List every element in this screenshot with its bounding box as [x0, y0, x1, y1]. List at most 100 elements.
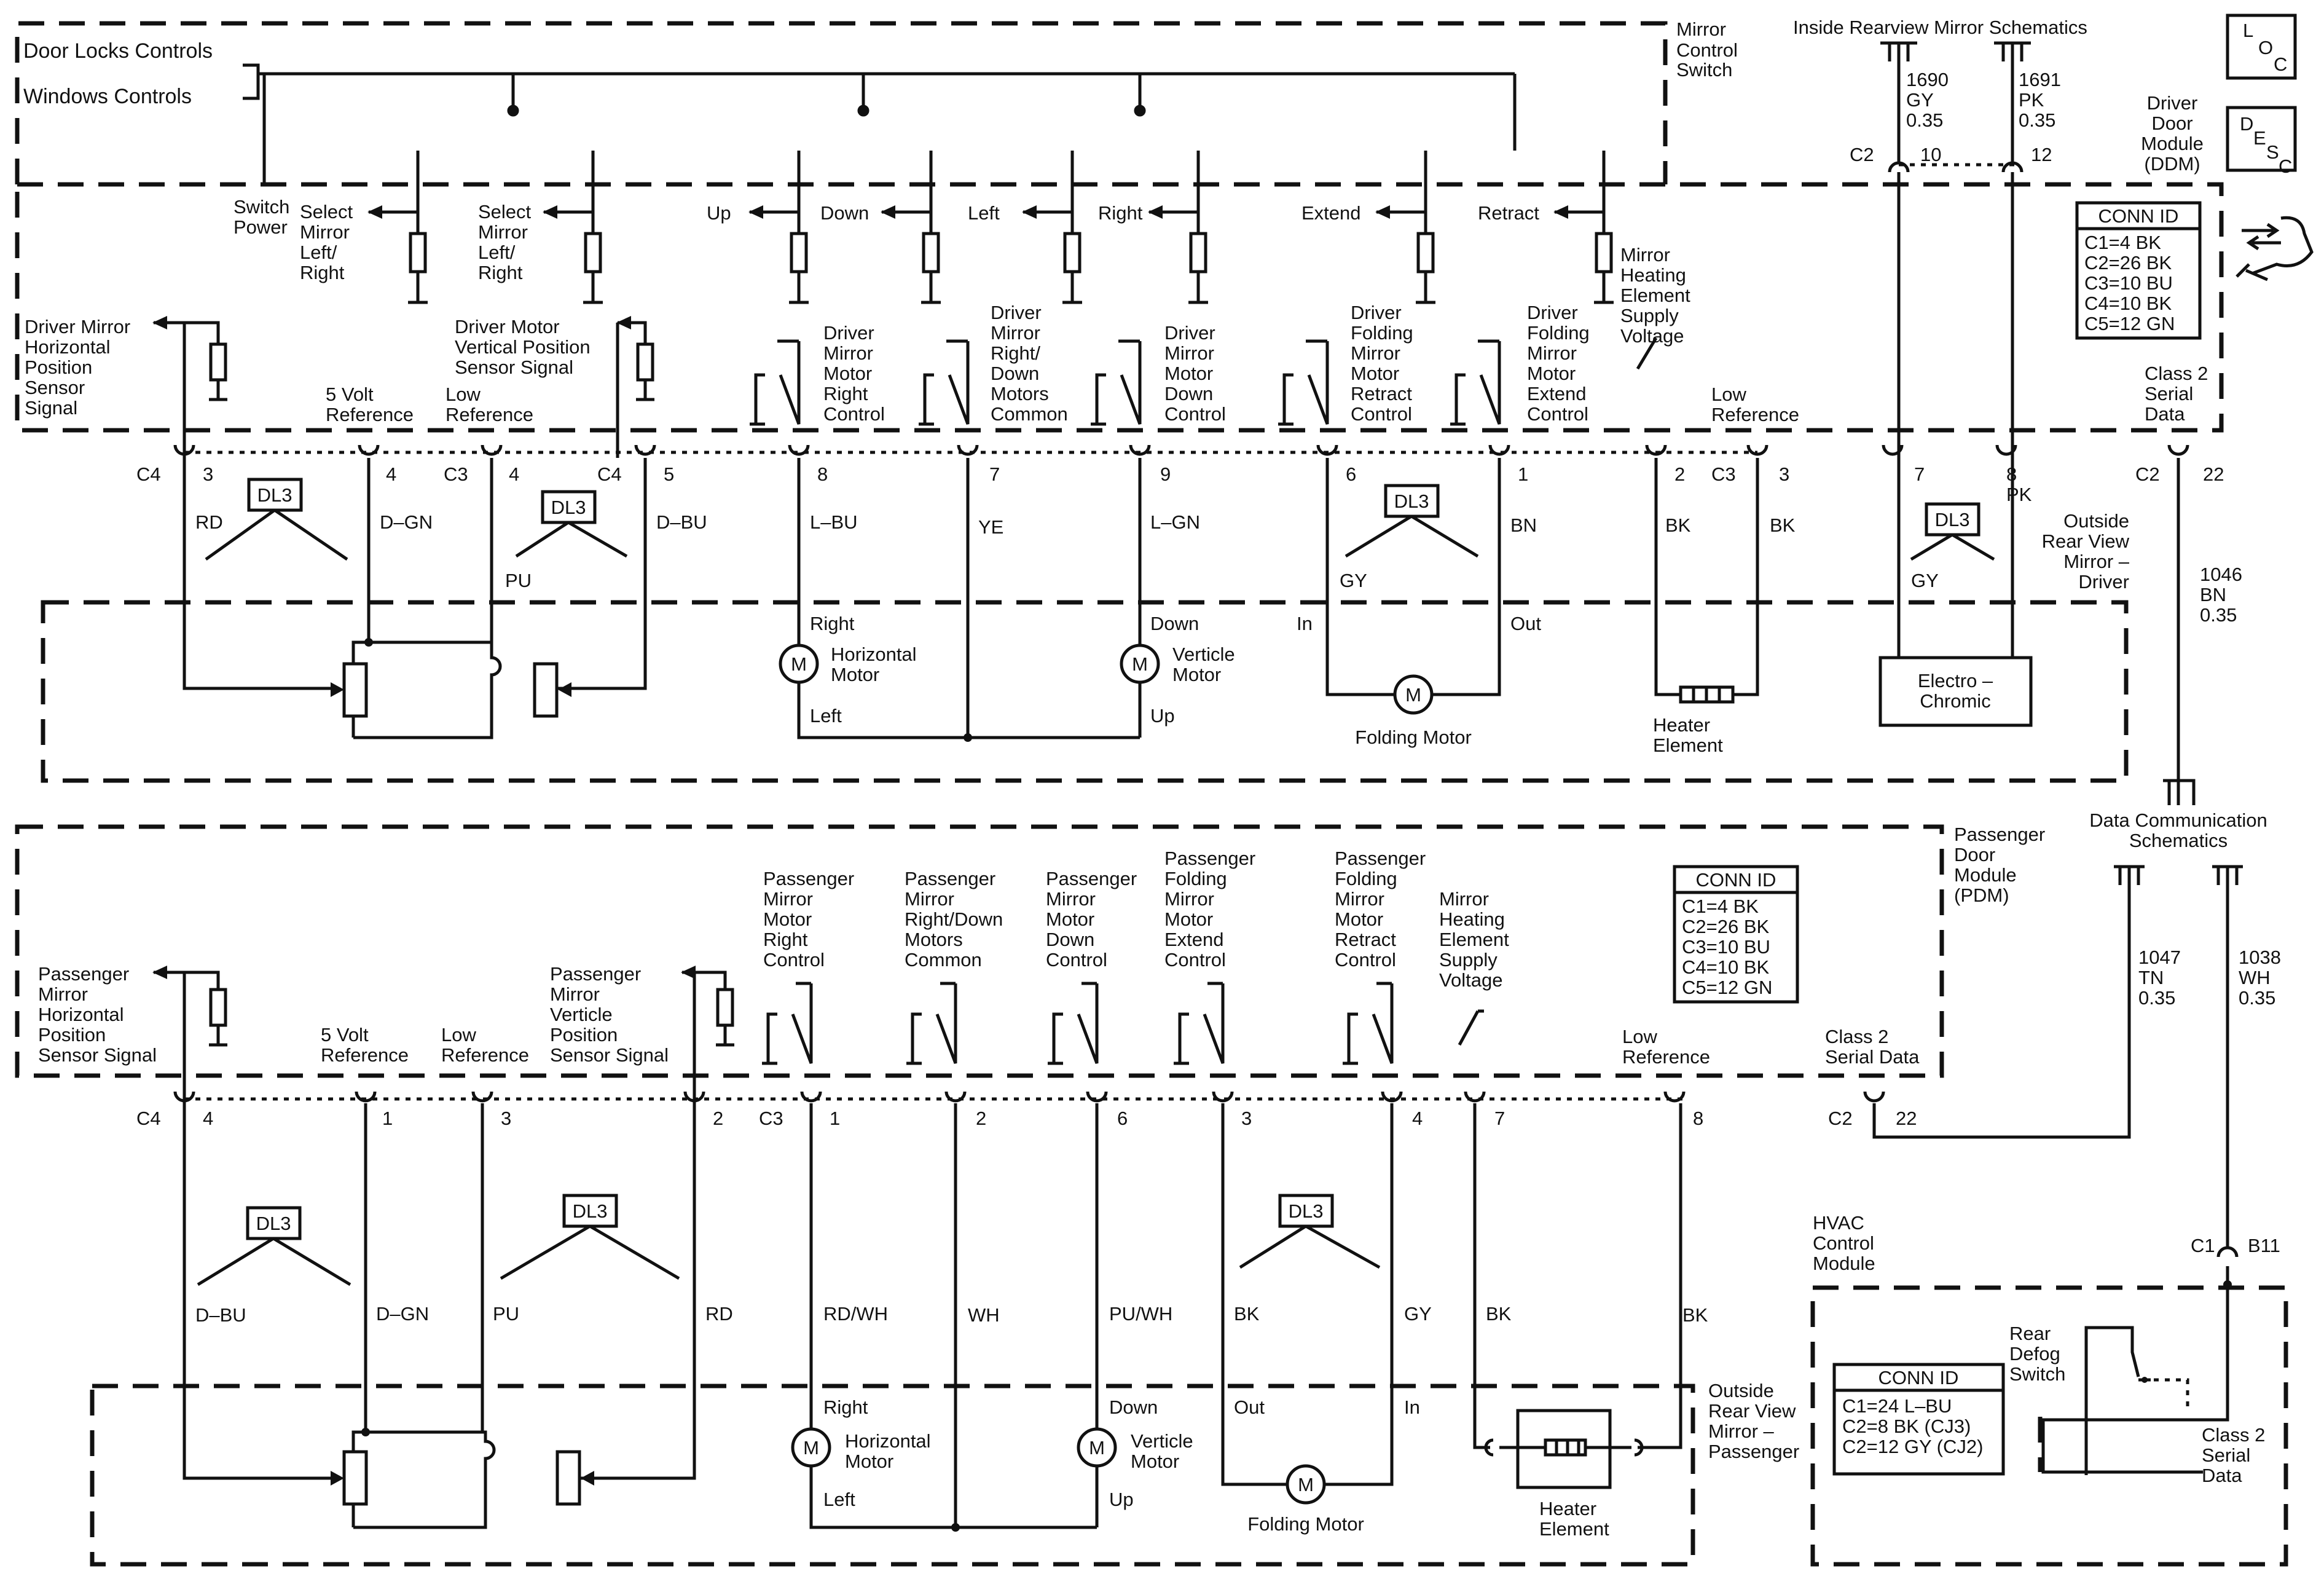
svg-text:Down: Down — [1109, 1396, 1158, 1418]
drv-wire-lbu: L–BU — [810, 511, 858, 533]
svg-text:5 Volt: 5 Volt — [326, 384, 374, 405]
pass-horizontal-motor: M Right Left Horizontal Motor — [791, 1396, 931, 1510]
pas-pin-2b: 2 — [976, 1108, 986, 1129]
drv-pin-1: 1 — [1518, 463, 1528, 485]
drv-pin-c2: C2 — [2135, 463, 2160, 485]
drv-wire-dgn: D–GN — [380, 511, 433, 533]
loc-icon[interactable]: L O C — [2226, 14, 2297, 80]
svg-text:M: M — [1132, 653, 1148, 675]
svg-text:O: O — [2258, 37, 2273, 58]
pass-harness — [183, 1103, 2229, 1529]
svg-text:Sensor: Sensor — [25, 377, 85, 398]
wire-1047: 1047 TN 0.35 — [2138, 947, 2181, 1009]
svg-text:5 Volt: 5 Volt — [321, 1024, 369, 1045]
switch-arrowheads — [367, 205, 1568, 219]
desc-icon[interactable]: D E S C — [2226, 106, 2297, 177]
svg-text:(PDM): (PDM) — [1954, 884, 2009, 906]
svg-text:Reference: Reference — [326, 404, 414, 425]
svg-text:Data: Data — [2145, 403, 2185, 425]
dl3-driver-3: DL3 — [1345, 484, 1479, 558]
svg-text:1691: 1691 — [2019, 69, 2061, 90]
pdm-label: Passenger Door Module (PDM) — [1954, 824, 2045, 906]
pass-sensor-circuits — [154, 971, 1484, 1103]
svg-text:C: C — [2274, 53, 2287, 75]
windows-controls-link[interactable]: Windows Controls — [23, 85, 192, 108]
svg-text:C1=24 L–BU: C1=24 L–BU — [1842, 1395, 1952, 1417]
svg-text:Right/: Right/ — [991, 342, 1040, 364]
svg-text:Select: Select — [478, 201, 532, 222]
drv-pin-c4b: C4 — [597, 463, 622, 485]
pass-lowref2-label: Low Reference — [1622, 1026, 1710, 1068]
svg-text:Folding: Folding — [1164, 868, 1227, 889]
svg-text:Passenger: Passenger — [763, 868, 854, 889]
svg-text:Position: Position — [25, 356, 92, 378]
svg-text:Passenger: Passenger — [905, 868, 995, 889]
svg-text:Reference: Reference — [1622, 1046, 1710, 1068]
svg-text:E: E — [2253, 127, 2266, 149]
pas-wire-dbu: D–BU — [195, 1304, 246, 1326]
svg-text:Low: Low — [441, 1024, 476, 1045]
tools-icon[interactable] — [2236, 216, 2314, 282]
svg-text:Driver: Driver — [991, 302, 1042, 323]
svg-text:Schematics: Schematics — [2129, 830, 2228, 851]
drv-pin-3b: 3 — [1779, 463, 1789, 485]
inside-mirror-link[interactable]: Inside Rearview Mirror Schematics — [1793, 17, 2087, 38]
drv-pin-c2top: C2 — [1850, 144, 1874, 165]
svg-text:Mirror: Mirror — [1620, 244, 1670, 266]
osrv-driver-outline — [41, 600, 2129, 783]
svg-text:Mirror: Mirror — [1046, 888, 1096, 910]
svg-text:Motor: Motor — [763, 908, 812, 930]
drv-pin-22: 22 — [2203, 463, 2224, 485]
svg-text:Motor: Motor — [1046, 908, 1094, 930]
pas-wire-pu: PU — [493, 1303, 519, 1325]
svg-text:Mirror: Mirror — [823, 342, 873, 364]
pas-wire-bk2: BK — [1486, 1303, 1512, 1325]
svg-text:C1=4 BK: C1=4 BK — [1682, 896, 1759, 917]
svg-text:Driver: Driver — [1164, 322, 1215, 344]
svg-text:Sensor Signal: Sensor Signal — [38, 1044, 157, 1066]
svg-text:In: In — [1404, 1396, 1420, 1418]
svg-text:Down: Down — [1164, 383, 1213, 404]
hvac-class2-label: Class 2 Serial Data — [2202, 1424, 2265, 1486]
driver-folding-motor: M In Out Folding Motor — [1297, 613, 1541, 748]
svg-text:Control: Control — [1164, 403, 1226, 425]
drv-pin-10: 10 — [1920, 144, 1941, 165]
conn-id-pdm: CONN ID C1=4 BK C2=26 BK C3=10 BU C4=10 … — [1673, 865, 1799, 1004]
pas-pin-c3: C3 — [759, 1108, 783, 1129]
svg-text:Common: Common — [991, 403, 1068, 425]
svg-text:C4=10 BK: C4=10 BK — [2084, 293, 2172, 314]
svg-text:Motor: Motor — [1527, 363, 1576, 384]
wire-1690: 1690 GY 0.35 — [1906, 69, 1949, 131]
data-comm-link[interactable]: Data Communication Schematics — [2089, 809, 2267, 851]
wire-1038: 1038 WH 0.35 — [2239, 947, 2281, 1009]
electrochromic-box: Electro – Chromic — [1878, 656, 2033, 727]
svg-text:Module: Module — [2141, 133, 2204, 154]
pas-pin-22: 22 — [1896, 1108, 1917, 1129]
svg-text:Common: Common — [905, 949, 982, 971]
svg-text:Module: Module — [1813, 1253, 1875, 1274]
svg-text:Right/Down: Right/Down — [905, 908, 1003, 930]
svg-text:Mirror –: Mirror – — [2063, 551, 2130, 572]
door-locks-link[interactable]: Door Locks Controls — [23, 39, 213, 63]
svg-text:Data Communication: Data Communication — [2089, 809, 2267, 831]
svg-text:Mirror: Mirror — [1439, 888, 1489, 910]
pass-connectors: C4 4 1 3 2 C3 1 2 6 3 4 7 8 C2 22 C1 B11 — [136, 1091, 2280, 1258]
svg-text:Mirror: Mirror — [905, 888, 954, 910]
svg-text:0.35: 0.35 — [2138, 987, 2175, 1009]
svg-text:Passenger: Passenger — [1046, 868, 1137, 889]
svg-text:C1=4 BK: C1=4 BK — [2084, 232, 2161, 253]
pass-lowref-label: Low Reference — [441, 1024, 529, 1066]
svg-text:Element: Element — [1439, 929, 1509, 950]
driver-5v-label: 5 Volt Reference — [326, 384, 414, 425]
svg-text:Folding Motor: Folding Motor — [1247, 1513, 1364, 1535]
svg-text:Folding Motor: Folding Motor — [1355, 726, 1472, 748]
pas-wire-bk: BK — [1234, 1303, 1260, 1325]
svg-text:DL3: DL3 — [573, 1200, 608, 1222]
svg-text:BN: BN — [2200, 584, 2226, 605]
wire-1691: 1691 PK 0.35 — [2019, 69, 2061, 131]
osrv-pass-outline — [90, 1384, 1695, 1567]
switch-label-extend: Extend — [1301, 202, 1361, 224]
svg-text:Down: Down — [991, 363, 1039, 384]
svg-text:Outside: Outside — [2063, 510, 2129, 532]
svg-text:Horizontal: Horizontal — [845, 1430, 931, 1452]
